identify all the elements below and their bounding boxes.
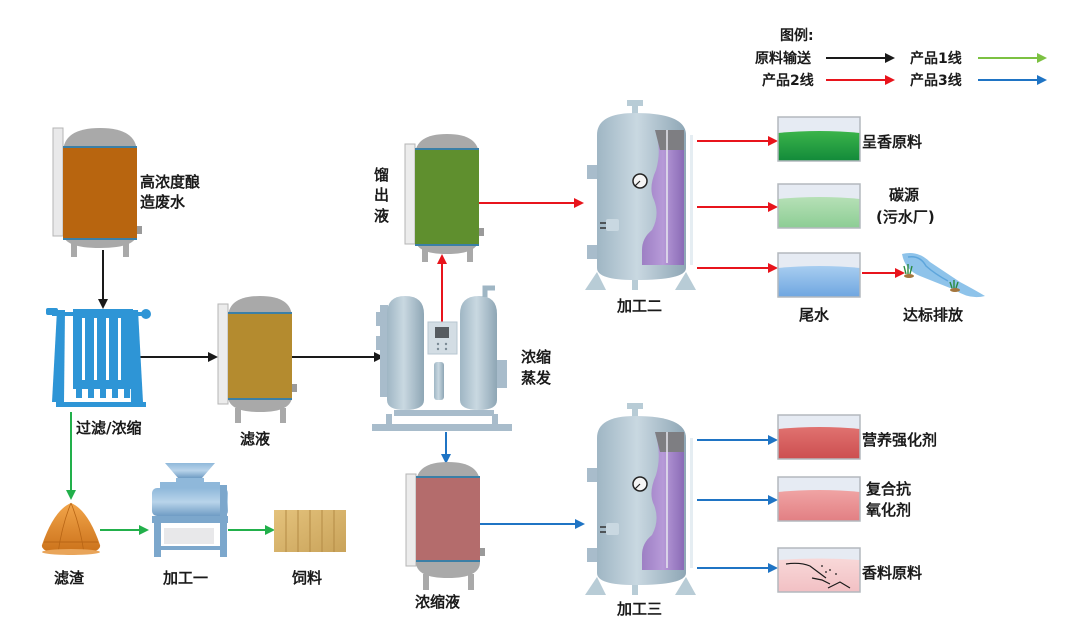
reactor-process2-icon xyxy=(585,100,696,290)
legend-label-raw: 原料输送 xyxy=(755,50,812,67)
beaker-antioxidant-icon xyxy=(777,476,861,522)
label-flavor-raw: 香料原料 xyxy=(862,564,922,582)
label-aroma-raw: 呈香原料 xyxy=(862,133,922,151)
label-nutrient: 营养强化剂 xyxy=(862,431,937,449)
raw-wastewater-tank xyxy=(52,127,142,257)
legend-title: 图例: xyxy=(780,27,814,44)
level-gauge-icon xyxy=(405,473,417,567)
legend-label-line1: 产品1线 xyxy=(910,50,962,67)
label-raw-wastewater-2: 造废水 xyxy=(140,193,186,211)
beaker-carbon-icon xyxy=(777,183,861,229)
distillate-tank xyxy=(404,134,484,262)
label-distillate-3: 液 xyxy=(374,207,390,225)
legend-label-line2: 产品2线 xyxy=(762,72,814,89)
label-carbon-source-2: (污水厂) xyxy=(876,208,935,226)
legend-label-line3: 产品3线 xyxy=(910,72,962,89)
flow-lines xyxy=(66,136,905,573)
residue-pile-icon xyxy=(41,502,101,555)
beaker-flavor-icon xyxy=(777,547,861,593)
beaker-tailwater-icon xyxy=(777,252,861,298)
level-gauge-icon xyxy=(52,127,64,237)
label-process1: 加工一 xyxy=(162,569,208,587)
legend: 图例: 原料输送 产品1线 产品2线 产品3线 xyxy=(755,27,1047,89)
label-process2: 加工二 xyxy=(616,297,662,315)
label-tail-water: 尾水 xyxy=(799,306,830,324)
feed-bales-icon xyxy=(274,510,346,552)
label-distillate-2: 出 xyxy=(374,186,389,204)
label-process3: 加工三 xyxy=(616,600,662,618)
label-residue: 滤渣 xyxy=(54,569,85,587)
beaker-aroma-icon xyxy=(777,116,861,162)
label-distillate-1: 馏 xyxy=(373,166,389,184)
label-concentrate: 浓缩液 xyxy=(415,593,461,611)
label-feed: 饲料 xyxy=(291,569,322,587)
label-raw-wastewater-1: 高浓度酿 xyxy=(140,173,201,191)
filtrate-tank xyxy=(217,296,297,423)
concentrate-tank xyxy=(405,462,485,590)
label-evaporation-1: 浓缩 xyxy=(521,348,551,366)
level-gauge-icon xyxy=(217,303,229,405)
label-evaporation-2: 蒸发 xyxy=(521,369,552,387)
label-filtration: 过滤/浓缩 xyxy=(76,419,141,437)
level-gauge-icon xyxy=(404,143,416,245)
grinder-machine-icon xyxy=(152,463,228,557)
label-carbon-source-1: 碳源 xyxy=(889,186,919,204)
reactor-process3-icon xyxy=(585,403,696,595)
evaporator-icon xyxy=(372,285,512,431)
label-antioxidant-1: 复合抗 xyxy=(865,480,911,498)
filter-press-icon xyxy=(46,308,151,407)
beaker-nutrient-icon xyxy=(777,414,861,460)
label-filtrate: 滤液 xyxy=(240,430,271,448)
label-antioxidant-2: 氧化剂 xyxy=(865,501,911,519)
river-discharge-icon xyxy=(902,253,985,298)
label-discharge: 达标排放 xyxy=(903,306,964,324)
